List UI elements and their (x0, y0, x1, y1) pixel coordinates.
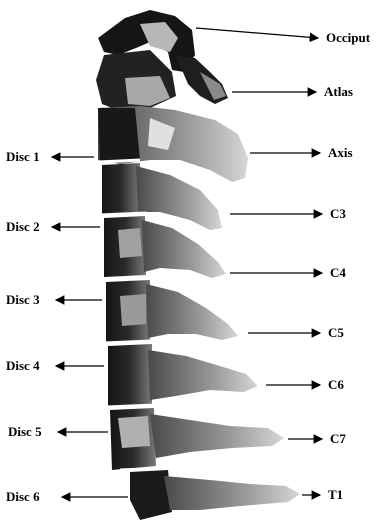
right-labels: Occiput Atlas Axis C3 C4 C5 C6 C7 T1 (324, 30, 371, 502)
label-c7: C7 (330, 431, 346, 446)
label-axis: Axis (328, 145, 353, 160)
label-c5: C5 (328, 325, 344, 340)
label-t1: T1 (328, 487, 343, 502)
label-atlas: Atlas (324, 84, 353, 99)
label-disc5: Disc 5 (8, 424, 42, 439)
label-c4: C4 (330, 265, 346, 280)
label-disc2: Disc 2 (6, 219, 40, 234)
label-disc3: Disc 3 (6, 292, 40, 307)
label-occiput: Occiput (326, 30, 371, 45)
c6-shape (108, 344, 258, 406)
label-c6: C6 (328, 377, 344, 392)
c7-shape (110, 408, 284, 470)
atlas-shape (96, 50, 176, 112)
c5-shape (106, 280, 238, 342)
label-disc4: Disc 4 (6, 358, 40, 373)
label-disc1: Disc 1 (6, 149, 40, 164)
t1-shape (130, 470, 300, 520)
label-c3: C3 (330, 206, 346, 221)
label-disc6: Disc 6 (6, 489, 40, 504)
left-labels: Disc 1 Disc 2 Disc 3 Disc 4 Disc 5 Disc … (6, 149, 42, 504)
arrow-occiput (196, 28, 318, 38)
